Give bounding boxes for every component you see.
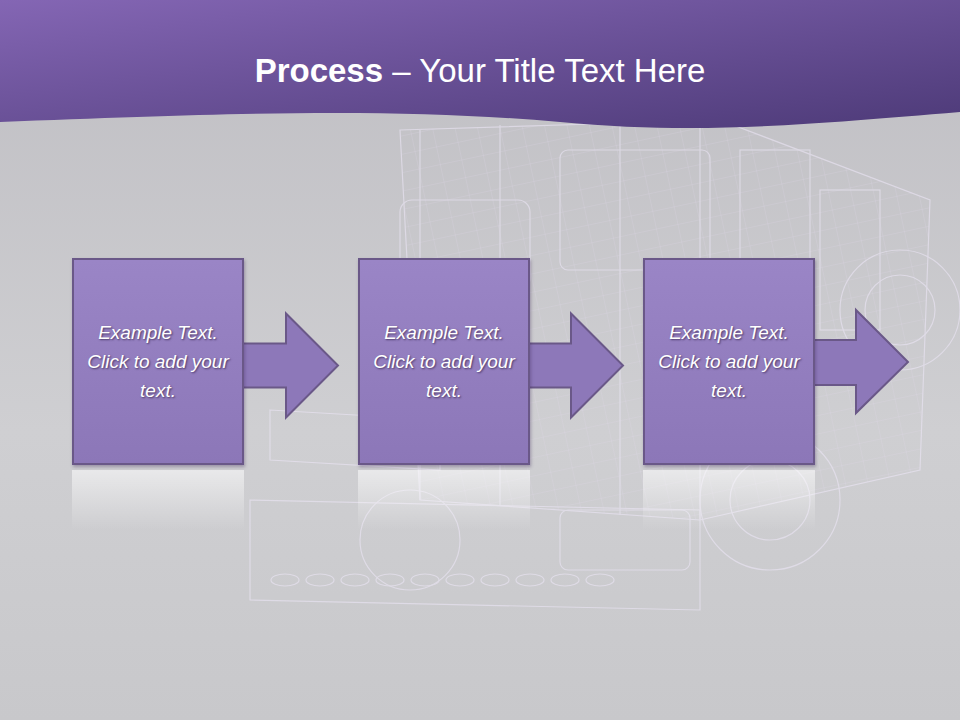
box-text: Example Text. Click to add your text. bbox=[655, 318, 803, 405]
process-box: Example Text. Click to add your text. bbox=[643, 258, 815, 465]
box-text: Example Text. Click to add your text. bbox=[370, 318, 518, 405]
process-box: Example Text. Click to add your text. bbox=[72, 258, 244, 465]
process-box: Example Text. Click to add your text. bbox=[358, 258, 530, 465]
block-arrow bbox=[526, 314, 623, 418]
wireframe-machine bbox=[250, 120, 960, 610]
block-arrow bbox=[240, 314, 338, 418]
box-text: Example Text. Click to add your text. bbox=[84, 318, 232, 405]
trailing-arrow bbox=[812, 310, 908, 413]
box-reflections bbox=[72, 470, 815, 530]
header-band bbox=[0, 0, 960, 128]
slide-title: Process – Your Title Text Here bbox=[0, 52, 960, 90]
